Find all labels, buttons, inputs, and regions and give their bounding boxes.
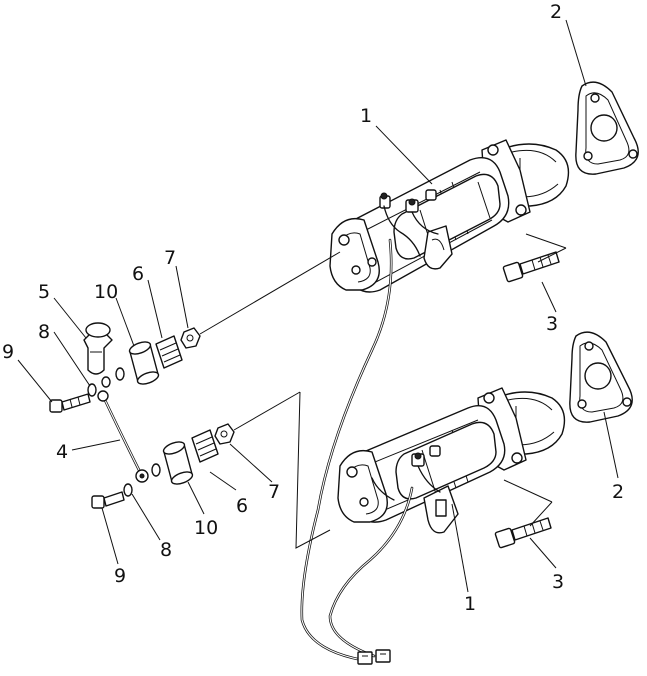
- callout-upper-nut: 7: [164, 247, 176, 269]
- callout-upper-washer: 8: [38, 321, 50, 343]
- lower-nut: [214, 423, 235, 445]
- upper-bolt: [502, 251, 560, 283]
- callout-upper-bolt: 3: [546, 313, 558, 335]
- wiring-harness: [300, 238, 414, 665]
- callout-lower-sleeve: 10: [194, 517, 218, 539]
- callout-lower-screw: 9: [114, 565, 126, 587]
- leader-lines: [17, 19, 619, 593]
- callout-lower-bolt: 3: [552, 571, 564, 593]
- lower-boot: [191, 429, 219, 463]
- lower-sleeve: [162, 441, 194, 485]
- callout-upper-gasket: 2: [550, 1, 562, 23]
- callout-cable: 4: [56, 441, 68, 463]
- terminal-cover: [83, 322, 113, 375]
- ground-cable: [97, 390, 149, 483]
- upper-screw: [49, 393, 91, 413]
- callout-lower-boot: 6: [236, 495, 248, 517]
- callout-upper-screw: 9: [2, 341, 14, 363]
- callout-terminal-cover: 5: [38, 281, 50, 303]
- upper-nut: [180, 327, 201, 349]
- callout-upper-starter: 1: [360, 105, 372, 127]
- assembly-guide-lines: [199, 233, 567, 549]
- callout-upper-boot: 6: [132, 263, 144, 285]
- lower-small-washers: [123, 463, 161, 497]
- callout-upper-sleeve: 10: [94, 281, 118, 303]
- callout-lower-washer: 8: [160, 539, 172, 561]
- callout-numbers: 2 1 3 5 10 6 7 8 9 4 2 7 6 10 8 9 1 3: [2, 1, 624, 615]
- upper-gasket: [575, 81, 639, 175]
- upper-sleeve: [128, 341, 160, 385]
- upper-small-washers: [87, 367, 125, 397]
- lower-gasket: [569, 331, 633, 423]
- callout-lower-starter: 1: [464, 593, 476, 615]
- callout-lower-gasket: 2: [612, 481, 624, 503]
- upper-starter: [329, 139, 570, 293]
- lower-screw: [91, 491, 125, 509]
- lower-bolt: [494, 517, 552, 549]
- upper-boot: [155, 335, 183, 369]
- lower-starter: [337, 387, 566, 534]
- callout-lower-nut: 7: [268, 481, 280, 503]
